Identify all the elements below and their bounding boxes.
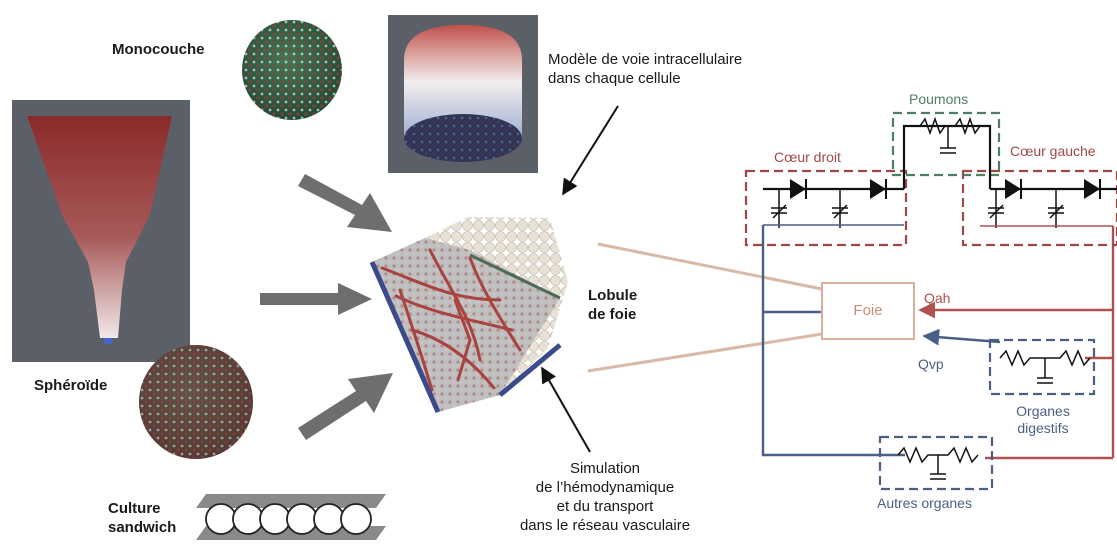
label-spheroide: Sphéroïde — [34, 377, 108, 394]
sandwich-culture-illustration — [196, 494, 386, 540]
label-modele-voie: Modèle de voie intracellulaire dans chaq… — [548, 50, 742, 88]
label-autres-organes: Autres organes — [877, 495, 972, 511]
label-modele-line1: Modèle de voie intracellulaire — [548, 51, 743, 68]
label-monocouche: Monocouche — [112, 41, 205, 58]
cylinder-simulation-panel — [388, 15, 538, 173]
label-coeur-gauche: Cœur gauche — [1010, 143, 1096, 159]
label-organes-line2: digestifs — [1017, 420, 1069, 436]
label-lobule-line2: de foie — [588, 306, 637, 323]
label-culture-line1: Culture — [108, 500, 161, 517]
label-foie: Foie — [853, 302, 883, 319]
label-lobule-line1: Lobule — [588, 287, 638, 304]
pointer-arrow-bottom — [541, 366, 591, 453]
pointer-arrow-top — [562, 105, 619, 196]
spheroid-sphere — [139, 345, 253, 459]
spheroid-simulation-panel — [12, 100, 190, 362]
zoom-line-bottom — [587, 332, 823, 373]
label-qvp: Qvp — [918, 356, 944, 372]
label-coeur-droit: Cœur droit — [774, 149, 841, 165]
label-simulation-line3: et du transport — [556, 498, 654, 515]
label-organes-line1: Organes — [1016, 403, 1070, 419]
label-simulation-line1: Simulation — [569, 460, 641, 477]
label-simulation-line4: dans le réseau vasculaire — [519, 517, 691, 534]
label-culture-line2: sandwich — [108, 519, 177, 536]
input-arrows — [260, 174, 393, 440]
monolayer-sphere — [242, 20, 342, 120]
liver-lobule-model — [369, 217, 568, 414]
zoom-line-top — [597, 242, 823, 291]
label-simulation: Simulation de l’hémodynamique et du tran… — [480, 459, 730, 535]
label-culture-sandwich: Culture sandwich — [108, 499, 176, 537]
label-simulation-line2: de l’hémodynamique — [535, 479, 675, 496]
label-modele-line2: dans chaque cellule — [548, 70, 681, 87]
label-organes-digestifs: Organes digestifs — [1000, 403, 1086, 437]
circulatory-circuit — [744, 111, 1117, 491]
label-poumons: Poumons — [909, 91, 969, 107]
label-qah: Qah — [924, 290, 951, 306]
label-lobule-de-foie: Lobule de foie — [588, 286, 637, 324]
